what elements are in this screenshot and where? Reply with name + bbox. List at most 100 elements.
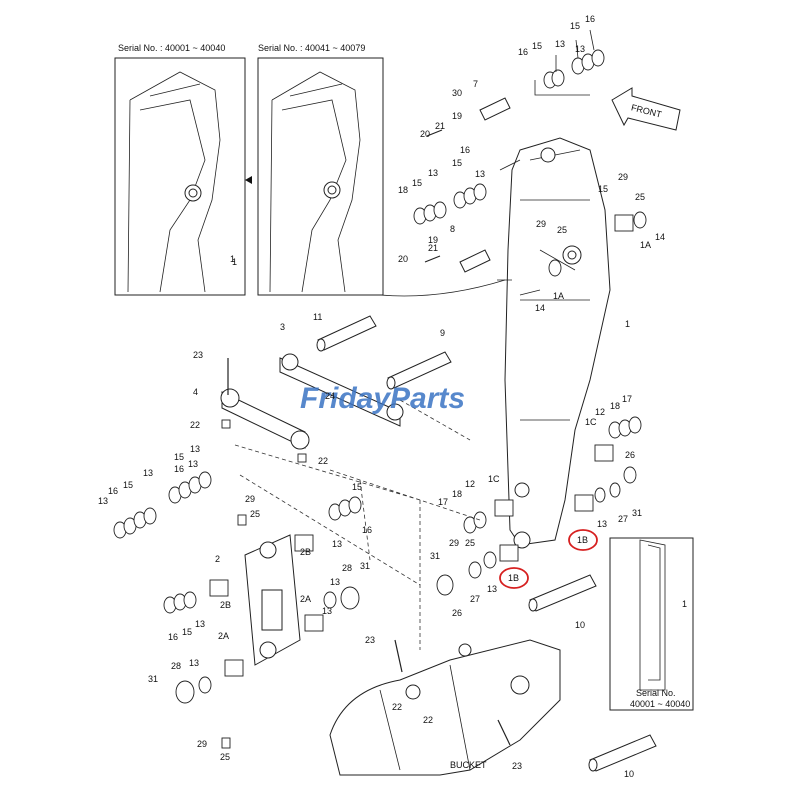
callout: 1C xyxy=(488,474,500,484)
callout: 27 xyxy=(618,514,628,524)
callout: 16 xyxy=(518,47,528,57)
callout: 28 xyxy=(342,563,352,573)
callout: 15 xyxy=(598,184,608,194)
callout-1B-lower: 1B xyxy=(508,573,519,583)
callout: 29 xyxy=(245,494,255,504)
callout: 31 xyxy=(148,674,158,684)
callout: 16 xyxy=(585,14,595,24)
leader-lines xyxy=(234,29,595,650)
pin-10-lower xyxy=(588,734,657,772)
callout: 8 xyxy=(450,224,455,234)
callout: 13 xyxy=(555,39,565,49)
bucket-label: BUCKET xyxy=(450,760,487,770)
bucket xyxy=(329,639,561,776)
watermark-text: FridayParts xyxy=(300,382,465,415)
callout: 17 xyxy=(438,497,448,507)
callout: 11 xyxy=(313,312,322,322)
pin-7 xyxy=(479,97,511,121)
connector-curve xyxy=(379,279,506,297)
callout: 20 xyxy=(398,254,408,264)
callout: 30 xyxy=(452,88,462,98)
inset-serial-40041-40079 xyxy=(257,57,384,296)
callout: 29 xyxy=(449,538,459,548)
bolts xyxy=(227,129,511,746)
callout: 25 xyxy=(220,752,230,762)
link-3 xyxy=(279,353,404,427)
inset-bottom-serial-1: Serial No. xyxy=(636,688,676,698)
inset-left-serial: Serial No. : 40001 ~ 40040 xyxy=(118,43,225,53)
callout: 22 xyxy=(318,456,328,466)
callout: 19 xyxy=(428,235,438,245)
washer-stacks xyxy=(113,49,647,749)
callout: 18 xyxy=(452,489,462,499)
callout: 22 xyxy=(392,702,402,712)
callouts: 16 15 13 16 15 13 7 30 19 21 20 16 15 13… xyxy=(98,14,665,779)
callout: 13 xyxy=(475,169,485,179)
callout: 13 xyxy=(189,658,199,668)
callout: 2B xyxy=(220,600,231,610)
callout: 15 xyxy=(532,41,542,51)
callout: 16 xyxy=(108,486,118,496)
callout: 29 xyxy=(618,172,628,182)
callout: 13 xyxy=(330,577,340,587)
callout: 2A xyxy=(300,594,311,604)
callout: 13 xyxy=(575,44,585,54)
inset-bottom-right: 1 xyxy=(609,537,694,711)
callout: 16 xyxy=(168,632,178,642)
callout: 16 xyxy=(174,464,184,474)
callout: 31 xyxy=(430,551,440,561)
callout: 14 xyxy=(655,232,665,242)
highlight-1B-lower xyxy=(499,567,529,589)
callout: 1A xyxy=(640,240,651,250)
callout: 1A xyxy=(553,291,564,301)
callout: 25 xyxy=(635,192,645,202)
callout: 2 xyxy=(215,554,220,564)
callout: 15 xyxy=(174,452,184,462)
callout: 24 xyxy=(325,391,335,401)
callout: 17 xyxy=(622,394,632,404)
callout: 1 xyxy=(625,319,630,329)
callout: 2B xyxy=(300,547,311,557)
highlight-1B-upper xyxy=(568,529,598,551)
callout: 12 xyxy=(465,479,475,489)
callout: 25 xyxy=(250,509,260,519)
callout: 18 xyxy=(610,401,620,411)
callout: 23 xyxy=(512,761,522,771)
callout: 9 xyxy=(440,328,445,338)
callout: 23 xyxy=(193,350,203,360)
callout: 15 xyxy=(123,480,133,490)
callout: 10 xyxy=(624,769,634,779)
arm-part-1 xyxy=(504,137,611,549)
callout: 15 xyxy=(452,158,462,168)
inset-serial-40001-40040: 1 xyxy=(114,57,246,296)
callout: 25 xyxy=(465,538,475,548)
callout: 14 xyxy=(535,303,545,313)
callout: 12 xyxy=(595,407,605,417)
link-2 xyxy=(244,534,301,666)
callout: 29 xyxy=(197,739,207,749)
callout: 25 xyxy=(557,225,567,235)
front-arrow-icon: FRONT xyxy=(611,87,681,131)
callout: 21 xyxy=(435,121,445,131)
callout: 15 xyxy=(352,482,362,492)
callout: 22 xyxy=(423,715,433,725)
callout: 15 xyxy=(412,178,422,188)
pin-9 xyxy=(386,351,452,390)
callout: 28 xyxy=(171,661,181,671)
callout: 13 xyxy=(487,584,497,594)
arrow-icon xyxy=(245,176,252,184)
callout: 7 xyxy=(473,79,478,89)
svg-text:1: 1 xyxy=(230,254,235,264)
link-4 xyxy=(220,388,310,450)
callout: 26 xyxy=(625,450,635,460)
callout: 3 xyxy=(280,322,285,332)
callout: 23 xyxy=(365,635,375,645)
callout: 13 xyxy=(428,168,438,178)
callout: 27 xyxy=(470,594,480,604)
watermark-logo: FridayParts xyxy=(300,382,465,415)
callout: 15 xyxy=(182,627,192,637)
callout: 31 xyxy=(632,508,642,518)
callout: 18 xyxy=(398,185,408,195)
